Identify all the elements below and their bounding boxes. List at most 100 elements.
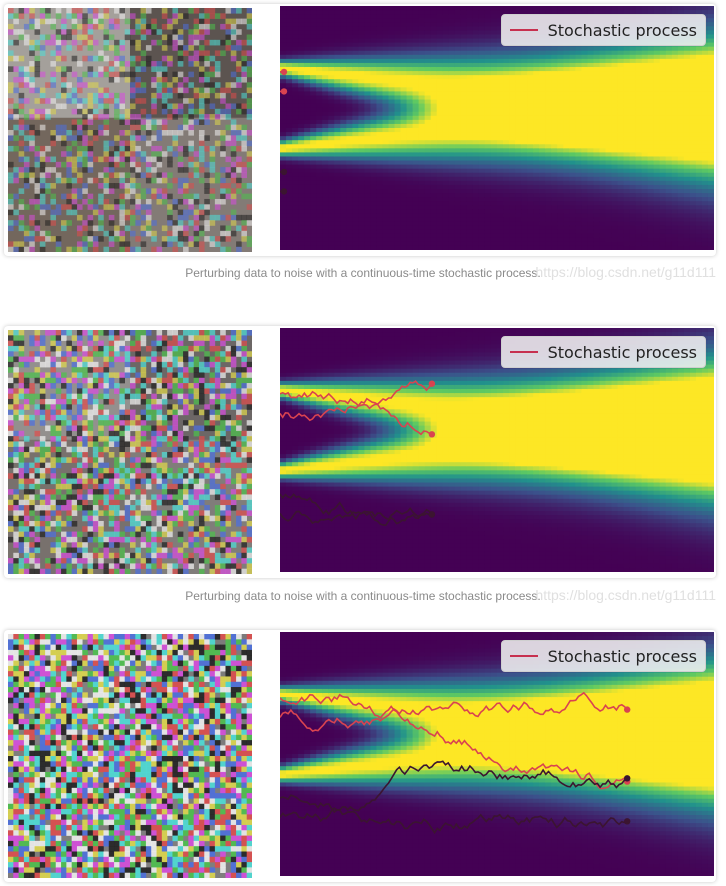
density-cell <box>551 205 558 210</box>
density-cell <box>376 6 384 11</box>
noise-pixel <box>135 114 141 120</box>
density-cell <box>575 99 582 105</box>
density-cell <box>647 241 655 247</box>
density-cell <box>304 152 311 158</box>
density-cell <box>376 18 384 23</box>
noise-pixel <box>225 108 232 115</box>
density-cell <box>503 87 510 92</box>
noise-pixel <box>167 114 173 120</box>
density-cell <box>316 26 323 31</box>
density-cell <box>653 148 661 153</box>
density-cell <box>653 128 661 133</box>
density-cell <box>533 197 540 202</box>
density-cell <box>442 26 450 31</box>
noise-pixel <box>98 23 104 30</box>
density-cell <box>322 152 329 158</box>
density-cell <box>364 91 372 97</box>
density-cell <box>466 115 474 121</box>
density-cell <box>581 221 589 227</box>
density-cell <box>412 75 420 80</box>
noise-pixel <box>8 108 14 115</box>
density-cell <box>635 6 643 11</box>
density-cell <box>358 79 365 84</box>
density-cell <box>346 50 353 56</box>
noise-pixel <box>130 161 136 168</box>
density-cell <box>364 221 372 227</box>
density-cell <box>503 46 510 52</box>
density-cell <box>418 6 426 11</box>
density-cell <box>448 176 456 182</box>
density-cell <box>340 184 347 190</box>
density-cell <box>472 136 480 141</box>
density-cell <box>557 201 564 206</box>
density-cell <box>629 156 637 162</box>
noise-pixel <box>8 220 14 226</box>
density-cell <box>286 42 293 48</box>
density-cell <box>641 107 649 113</box>
noise-pixel <box>183 145 189 152</box>
density-cell <box>653 115 661 121</box>
noise-pixel <box>177 214 184 221</box>
density-cell <box>490 18 498 23</box>
density-cell <box>286 237 293 243</box>
density-cell <box>659 6 667 11</box>
density-cell <box>484 75 492 80</box>
density-cell <box>340 103 347 109</box>
density-cell <box>575 95 582 101</box>
density-cell <box>364 152 372 158</box>
density-cell <box>635 221 643 227</box>
density-cell <box>424 193 432 198</box>
noise-pixel <box>151 193 157 200</box>
density-cell <box>376 71 384 76</box>
density-cell <box>340 201 347 206</box>
density-cell <box>442 14 450 19</box>
density-cell <box>418 229 426 235</box>
density-cell <box>442 42 450 48</box>
density-cell <box>611 152 619 158</box>
density-cell <box>448 79 456 84</box>
density-cell <box>322 172 329 178</box>
density-cell <box>581 144 589 149</box>
density-cell <box>460 241 468 247</box>
density-cell <box>484 160 492 166</box>
density-cell <box>484 42 492 48</box>
density-cell <box>400 34 408 40</box>
noise-pixel <box>76 204 83 210</box>
density-cell <box>593 209 601 214</box>
density-cell <box>635 209 643 214</box>
density-cell <box>436 184 444 190</box>
density-cell <box>430 91 438 97</box>
density-cell <box>641 172 649 178</box>
density-cell <box>394 136 402 141</box>
density-cell <box>430 103 438 109</box>
density-cell <box>599 6 607 11</box>
density-cell <box>569 205 576 210</box>
density-cell <box>394 237 402 243</box>
density-cell <box>394 128 402 133</box>
density-cell <box>358 6 365 11</box>
density-cell <box>641 75 649 80</box>
noise-pixel <box>209 114 216 120</box>
noise-pixel <box>108 23 115 30</box>
noise-pixel <box>29 130 35 136</box>
density-cell <box>599 54 607 60</box>
density-cell <box>346 201 353 206</box>
density-cell <box>322 34 329 40</box>
density-cell <box>340 30 347 36</box>
noise-pixel <box>45 145 51 152</box>
density-cell <box>587 128 595 133</box>
noise-pixel <box>161 103 168 110</box>
density-cell <box>400 30 408 36</box>
density-cell <box>430 217 438 223</box>
noise-pixel <box>66 92 72 99</box>
density-cell <box>617 152 625 158</box>
density-cell <box>454 180 462 186</box>
noise-pixel <box>114 45 120 51</box>
density-cell <box>635 83 643 88</box>
noise-pixel <box>230 193 237 200</box>
density-cell <box>346 14 353 19</box>
density-cell <box>316 115 323 121</box>
noise-pixel <box>114 135 120 141</box>
density-cell <box>442 164 450 170</box>
density-cell <box>298 160 305 166</box>
